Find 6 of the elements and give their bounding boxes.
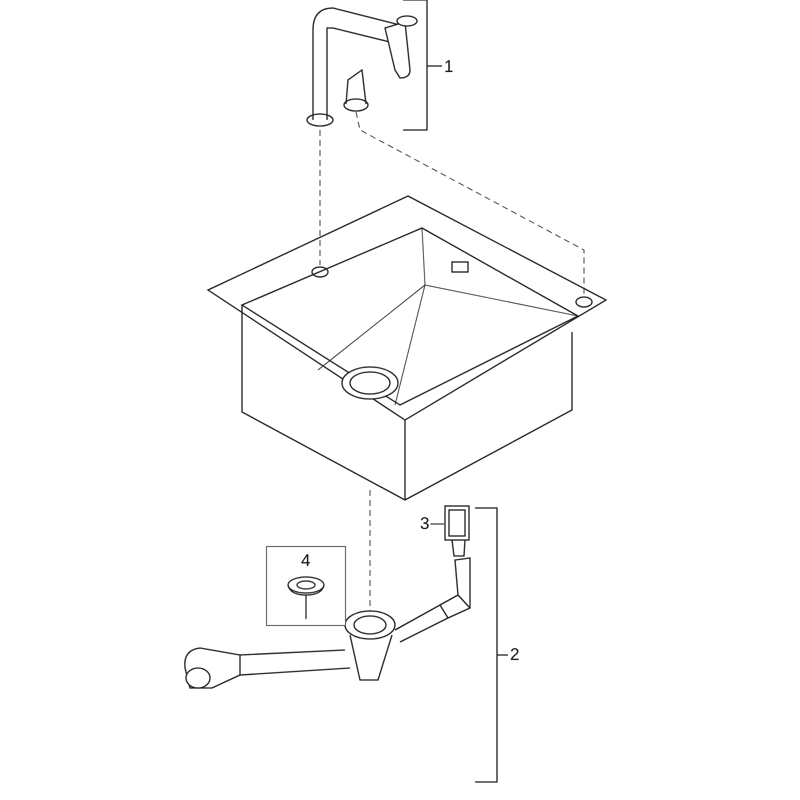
callout-number: 2 <box>510 646 520 664</box>
strainer-detail-panel <box>266 546 346 626</box>
callout-number: 3 <box>420 515 430 533</box>
callout-number: 4 <box>301 552 310 570</box>
overflow-drawing <box>444 505 470 557</box>
callout-number: 1 <box>444 58 454 76</box>
